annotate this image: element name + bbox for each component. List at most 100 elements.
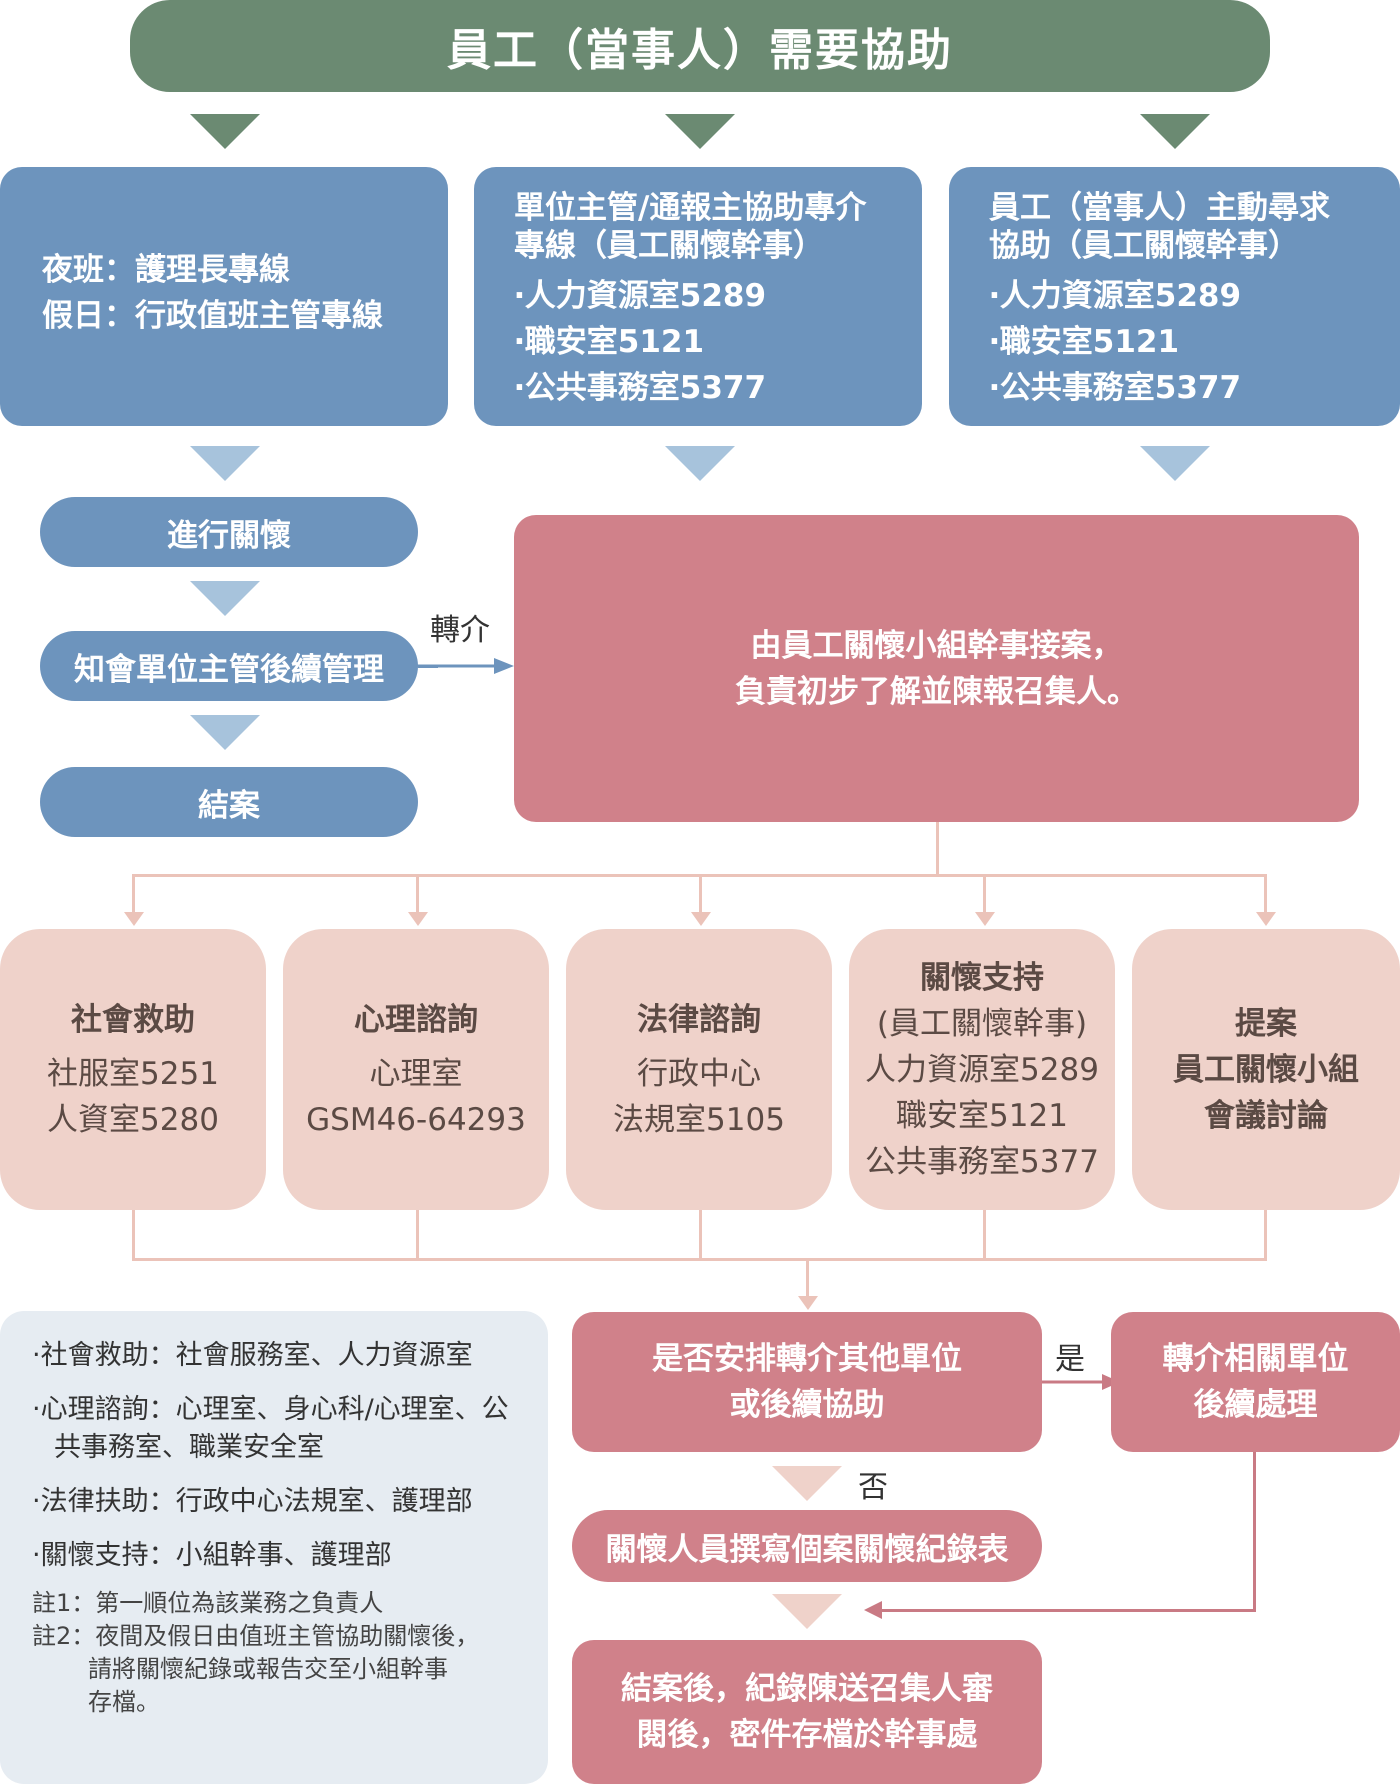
connector-line: [416, 1210, 419, 1260]
note-item: ‧關懷支持：小組幹事、護理部: [32, 1537, 548, 1575]
step-close-label: 結案: [198, 787, 260, 824]
service-line: 行政中心: [637, 1055, 761, 1092]
arrow-down-icon: [124, 912, 144, 926]
final-archive-box: 結案後，紀錄陳送召集人審 閱後，密件存檔於幹事處: [572, 1640, 1042, 1784]
box-header-line: 專線（員工關懷幹事）: [514, 228, 824, 264]
footnote-line: 存檔。: [88, 1688, 160, 1716]
connector-line: [699, 1210, 702, 1260]
note-item: ‧社會救助：社會服務室、人力資源室: [32, 1337, 548, 1375]
referral-arrow-svg: [416, 658, 514, 674]
top-banner: 員工（當事人）需要協助: [130, 0, 1270, 92]
contact-item: ‧職安室5121: [514, 324, 705, 360]
case-intake-line: 負責初步了解並陳報召集人。: [735, 673, 1138, 710]
arrow-down-icon: [408, 912, 428, 926]
arrow-down-icon: [798, 1296, 818, 1310]
supervisor-referral-box: 單位主管/通報主協助專介 專線（員工關懷幹事） ‧人力資源室5289 ‧職安室5…: [474, 167, 922, 426]
record-form-label: 關懷人員撰寫個案關懷紀錄表: [605, 1531, 1009, 1568]
service-title: 心理諮詢: [354, 1001, 478, 1038]
note-line: 共事務室、職業安全室: [54, 1432, 324, 1463]
step-care-label: 進行關懷: [167, 517, 291, 554]
contact-item: ‧人力資源室5289: [989, 278, 1242, 314]
arrow-down-icon: [975, 912, 995, 926]
note-item: ‧心理諮詢：心理室、身心科/心理室、公 共事務室、職業安全室: [32, 1391, 548, 1467]
arrow-down-icon: [772, 1594, 842, 1629]
box-header-line: 員工（當事人）主動尋求: [989, 190, 1330, 226]
contact-item: ‧公共事務室5377: [989, 370, 1242, 406]
connector-line: [132, 1210, 135, 1260]
step-notify-supervisor: 知會單位主管後續管理: [40, 631, 418, 701]
arrow-left-icon: [864, 1601, 882, 1619]
footnote-line: 註2：夜間及假日由值班主管協助關懷後，: [32, 1622, 480, 1650]
service-line: 社服室5251: [47, 1055, 219, 1092]
contact-item: ‧公共事務室5377: [514, 370, 767, 406]
self-seeking-help-box: 員工（當事人）主動尋求 協助（員工關懷幹事） ‧人力資源室5289 ‧職安室51…: [949, 167, 1400, 426]
decision-box: 是否安排轉介其他單位 或後續協助: [572, 1312, 1042, 1452]
top-banner-title: 員工（當事人）需要協助: [447, 25, 953, 76]
return-line: [1253, 1452, 1256, 1612]
note-line: ‧法律扶助：行政中心法規室、護理部: [32, 1486, 473, 1517]
footnote-line: 註1：第一順位為該業務之負責人: [32, 1589, 384, 1617]
service-title: 社會救助: [71, 1001, 195, 1038]
note-line: ‧心理諮詢：心理室、身心科/心理室、公: [32, 1394, 509, 1425]
service-line: 人力資源室5289: [865, 1051, 1099, 1088]
note-item: ‧法律扶助：行政中心法規室、護理部: [32, 1483, 548, 1521]
service-legal-consultation: 法律諮詢 行政中心 法規室5105: [566, 929, 832, 1210]
contact-item: ‧人力資源室5289: [514, 278, 767, 314]
service-line: 人資室5280: [47, 1101, 219, 1138]
connector-line: [416, 874, 419, 920]
arrow-down-icon: [190, 114, 260, 149]
arrow-down-icon: [691, 912, 711, 926]
box-header-line: 單位主管/通報主協助專介: [514, 190, 867, 226]
service-social-aid: 社會救助 社服室5251 人資室5280: [0, 929, 266, 1210]
connector-line: [806, 1258, 809, 1300]
box-header-line: 協助（員工關懷幹事）: [989, 228, 1299, 264]
record-form-box: 關懷人員撰寫個案關懷紀錄表: [572, 1510, 1042, 1582]
arrow-down-icon: [1140, 446, 1210, 481]
connector-line: [132, 874, 135, 920]
case-intake-line: 由員工關懷小組幹事接案，: [750, 627, 1123, 664]
service-title: 法律諮詢: [637, 1001, 761, 1038]
arrow-down-icon: [772, 1466, 842, 1501]
arrow-down-icon: [665, 114, 735, 149]
step-close-case: 結案: [40, 767, 418, 837]
service-care-support: 關懷支持 (員工關懷幹事) 人力資源室5289 職安室5121 公共事務室537…: [849, 929, 1115, 1210]
contact-item: ‧職安室5121: [989, 324, 1180, 360]
hotline-line: 假日：行政值班主管專線: [42, 298, 383, 334]
service-line: (員工關懷幹事): [876, 1005, 1088, 1042]
referral-followup-line: 後續處理: [1193, 1387, 1318, 1423]
arrow-down-icon: [1140, 114, 1210, 149]
service-proposal: 提案 員工關懷小組 會議討論: [1132, 929, 1400, 1210]
final-archive-line: 閱後，密件存檔於幹事處: [636, 1717, 978, 1753]
step-notify-label: 知會單位主管後續管理: [74, 651, 384, 688]
service-line: 員工關懷小組: [1173, 1051, 1359, 1088]
decision-line: 或後續協助: [729, 1387, 885, 1423]
arrow-down-icon: [1256, 912, 1276, 926]
arrow-down-icon: [665, 446, 735, 481]
notes-panel: ‧社會救助：社會服務室、人力資源室 ‧心理諮詢：心理室、身心科/心理室、公 共事…: [0, 1311, 548, 1784]
connector-line: [132, 1258, 1267, 1261]
return-line: [880, 1609, 1256, 1612]
service-line: 公共事務室5377: [865, 1143, 1099, 1180]
footnote-line: 請將關懷紀錄或報告交至小組幹事: [88, 1655, 448, 1683]
connector-line: [699, 874, 702, 920]
case-intake-box: 由員工關懷小組幹事接案， 負責初步了解並陳報召集人。: [514, 515, 1359, 822]
arrow-down-icon: [190, 446, 260, 481]
no-label: 否: [858, 1470, 888, 1505]
service-line: 職安室5121: [896, 1097, 1068, 1134]
referral-followup-line: 轉介相關單位: [1162, 1341, 1349, 1377]
hotline-line: 夜班：護理長專線: [42, 252, 290, 288]
connector-line: [1264, 874, 1267, 920]
arrow-down-icon: [190, 715, 260, 750]
service-title: 提案: [1235, 1005, 1297, 1042]
decision-line: 是否安排轉介其他單位: [652, 1341, 962, 1377]
connector-line: [936, 822, 939, 876]
note-line: ‧關懷支持：小組幹事、護理部: [32, 1540, 392, 1571]
night-holiday-hotline-box: 夜班：護理長專線 假日：行政值班主管專線: [0, 167, 448, 426]
referral-label: 轉介: [430, 613, 490, 648]
service-line: 法規室5105: [613, 1101, 785, 1138]
connector-line: [983, 1210, 986, 1260]
service-line: 心理室: [369, 1055, 463, 1092]
step-care: 進行關懷: [40, 497, 418, 567]
footnotes: 註1：第一順位為該業務之負責人 註2：夜間及假日由值班主管協助關懷後， 請將關懷…: [32, 1587, 548, 1719]
connector-line: [983, 874, 986, 920]
